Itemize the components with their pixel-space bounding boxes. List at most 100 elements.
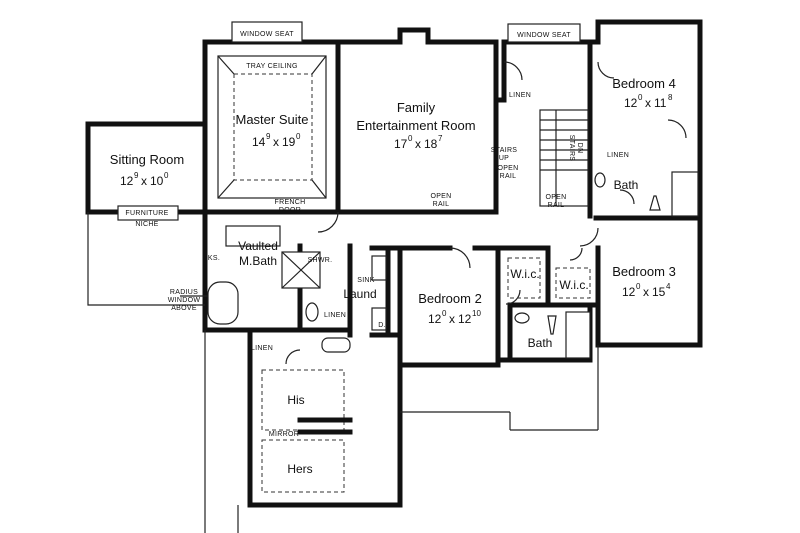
linen-label-2: LINEN <box>607 152 629 159</box>
master-suite-depth: 19 <box>282 135 296 149</box>
sitting-room-name: Sitting Room <box>110 152 184 167</box>
family-room-depth-in: 7 <box>438 134 443 143</box>
furniture-niche <box>117 205 179 221</box>
sitting-room-depth-in: 0 <box>164 171 169 180</box>
ks-label: KS. <box>208 255 220 262</box>
stairs-up-2: UP <box>499 155 509 162</box>
linen-label-1: LINEN <box>509 92 531 99</box>
dim-x-2: x <box>415 137 421 151</box>
wic-a-shelving <box>507 257 541 299</box>
bedroom2-width-in: 0 <box>442 309 447 318</box>
sink-2 <box>514 312 530 324</box>
sink-1 <box>321 337 351 353</box>
toilet-2 <box>547 315 557 335</box>
dim-x-4: x <box>141 174 147 188</box>
bedroom4-name: Bedroom 4 <box>612 76 676 91</box>
open-rail-2a: OPEN <box>497 165 518 172</box>
labels: WINDOW SEAT WINDOW SEAT TRAY CEILING Mas… <box>110 31 676 476</box>
bedroom4-depth: 11 <box>654 96 667 110</box>
window-seat-label-2: WINDOW SEAT <box>517 32 571 39</box>
vanity <box>225 225 281 247</box>
dim-x-6: x <box>643 285 649 299</box>
tray-ceiling-label: TRAY CEILING <box>246 63 298 70</box>
bedroom2-depth: 12 <box>458 312 472 326</box>
bedroom4-width-in: 0 <box>638 93 643 102</box>
sitting-room-width: 12 <box>120 174 134 188</box>
stairs-dn-1: STAIRS <box>568 135 575 162</box>
window-seat-2 <box>507 23 581 43</box>
his-closet: His <box>287 393 304 407</box>
dim-x-5: x <box>449 312 455 326</box>
radius-window-1: RADIUS <box>170 289 198 296</box>
bedroom3-width-in: 0 <box>636 282 641 291</box>
vaulted-bath-name-1: Vaulted <box>238 239 278 253</box>
french-door-1: FRENCH <box>275 199 306 206</box>
bedroom3-depth: 15 <box>652 285 666 299</box>
mirror-label: MIRROR <box>269 431 299 438</box>
master-suite-width-in: 9 <box>266 132 271 141</box>
hers-shelving <box>261 439 345 493</box>
furniture-niche-1: FURNITURE <box>125 210 168 217</box>
sink-3 <box>594 172 606 188</box>
window-seat-label-1: WINDOW SEAT <box>240 31 294 38</box>
family-room-width-in: 0 <box>408 134 413 143</box>
bedroom3-depth-in: 4 <box>666 282 671 291</box>
master-suite-width: 14 <box>252 135 266 149</box>
open-rail-1a: OPEN <box>430 193 451 200</box>
wic-name-1: W.i.c. <box>510 267 539 281</box>
family-room-depth: 18 <box>424 137 438 151</box>
dryer <box>371 307 387 331</box>
sitting-room-depth: 10 <box>150 174 164 188</box>
open-rail-2b: RAIL <box>500 173 517 180</box>
radius-window-3: ABOVE <box>171 305 197 312</box>
linen-label-3: LINEN <box>324 312 346 319</box>
bedroom3-name: Bedroom 3 <box>612 264 676 279</box>
bedroom4-depth-in: 8 <box>668 93 673 102</box>
bedroom3-width: 12 <box>622 285 636 299</box>
family-room-width: 17 <box>394 137 408 151</box>
vaulted-bath-name-2: M.Bath <box>239 254 277 268</box>
bath-name-1: Bath <box>528 336 553 350</box>
door-swings <box>285 61 687 365</box>
wic-name-2: W.i.c. <box>559 278 588 292</box>
hers-closet: Hers <box>287 462 312 476</box>
toilet-3 <box>649 195 661 211</box>
toilet-1 <box>305 302 319 322</box>
stairs-dn-2: DN <box>576 143 583 154</box>
tray-ceiling-outer <box>217 55 327 199</box>
master-suite-name: Master Suite <box>236 112 309 127</box>
family-room-name-2: Entertainment Room <box>356 118 475 133</box>
shower-label: SHWR. <box>308 257 333 264</box>
stairs-up-1: STAIRS <box>491 147 518 154</box>
radius-window-2: WINDOW <box>168 297 201 304</box>
bedroom2-depth-in: 10 <box>472 309 481 318</box>
outline-thin <box>87 212 599 533</box>
stairs <box>539 109 589 207</box>
tray-ceiling-inner <box>233 73 313 181</box>
bedroom2-width: 12 <box>428 312 442 326</box>
dim-x-1: x <box>273 135 279 149</box>
family-room-name-1: Family <box>397 100 436 115</box>
tub-3 <box>671 171 699 217</box>
linen-label-4: LINEN <box>251 345 273 352</box>
furniture-niche-2: NICHE <box>135 221 158 228</box>
open-rail-1b: RAIL <box>433 201 450 208</box>
dim-x-3: x <box>645 96 651 110</box>
dryer-label: D. <box>378 322 386 329</box>
french-door-2: DOOR <box>279 207 301 214</box>
wic-b-shelving <box>555 267 591 299</box>
sink-label: SINK <box>357 277 375 284</box>
radius-tub <box>207 281 239 325</box>
open-rail-3b: RAIL <box>548 202 565 209</box>
bath-name-2: Bath <box>614 178 639 192</box>
open-rail-3a: OPEN <box>545 194 566 201</box>
bedroom4-width: 12 <box>624 96 638 110</box>
sitting-room-width-in: 9 <box>134 171 139 180</box>
walls <box>85 19 703 508</box>
tub-2 <box>565 311 591 359</box>
laundry-name: Laund <box>343 287 376 301</box>
window-seat-1 <box>231 21 303 43</box>
bedroom2-name: Bedroom 2 <box>418 291 482 306</box>
